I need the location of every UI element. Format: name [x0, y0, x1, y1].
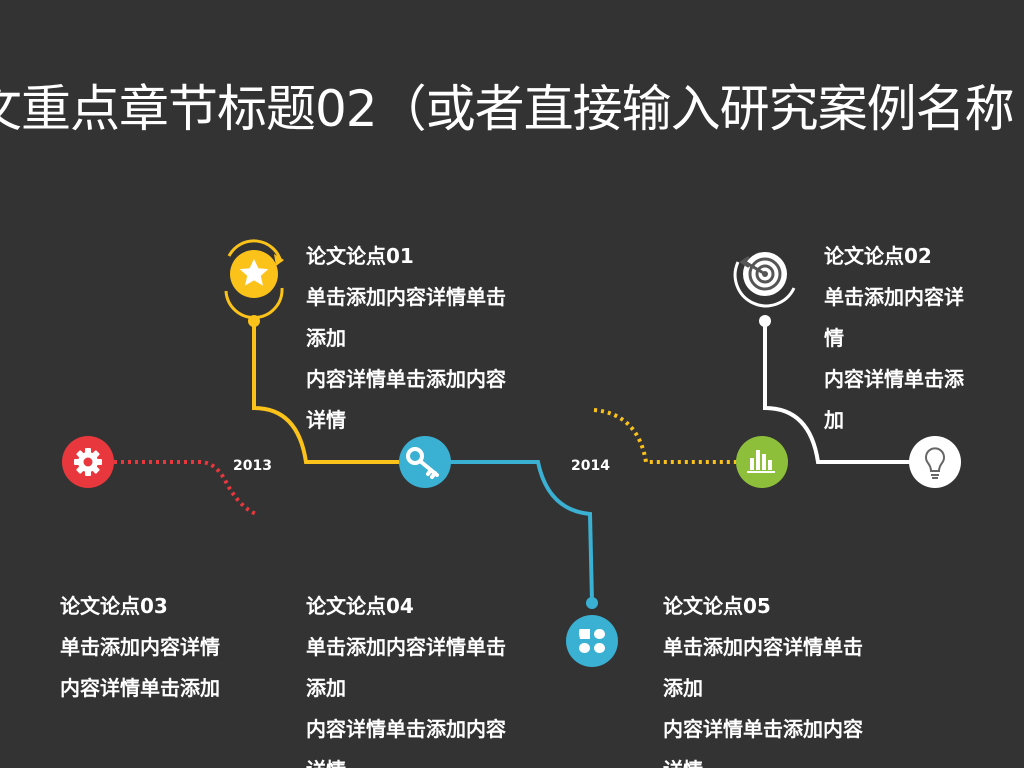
timeline-segment-white [763, 322, 910, 464]
point-04-heading: 论文论点04 [306, 594, 414, 618]
timeline-segment-yellow-dotted [593, 408, 736, 464]
year-label-2014: 2014 [571, 458, 610, 474]
target-icon [733, 252, 796, 308]
point-02-block: 论文论点02 单击添加内容详 情 内容详情单击添 加 [824, 236, 964, 441]
point-05-line-3: 内容详情单击添加内容 [663, 717, 863, 741]
point-05-line-2: 添加 [663, 676, 703, 700]
gear-icon [62, 436, 114, 488]
clover-icon [566, 615, 618, 667]
bar-chart-icon [736, 436, 788, 488]
lightbulb-icon [909, 436, 961, 488]
point-05-line-1: 单击添加内容详情单击 [663, 635, 863, 659]
point-01-line-1: 单击添加内容详情单击 [306, 285, 506, 309]
point-05-heading: 论文论点05 [663, 594, 771, 618]
year-label-2013: 2013 [233, 458, 272, 474]
timeline-dot-blue [586, 597, 598, 609]
page-title: 文重点章节标题02（或者直接输入研究案例名称 [0, 80, 1015, 138]
timeline-dot-white [759, 315, 771, 327]
point-04-line-1: 单击添加内容详情单击 [306, 635, 506, 659]
point-01-block: 论文论点01 单击添加内容详情单击 添加 内容详情单击添加内容 详情 [306, 236, 506, 441]
point-03-block: 论文论点03 单击添加内容详情 内容详情单击添加 [60, 586, 220, 709]
point-01-line-3: 内容详情单击添加内容 [306, 367, 506, 391]
point-03-line-2: 内容详情单击添加 [60, 676, 220, 700]
point-02-line-2: 情 [824, 326, 844, 350]
point-04-line-4: 详情 [306, 750, 506, 768]
key-icon [399, 436, 451, 488]
point-01-heading: 论文论点01 [306, 244, 414, 268]
point-01-line-4: 详情 [306, 408, 346, 432]
timeline-segment-yellow [252, 322, 400, 464]
point-04-line-2: 添加 [306, 676, 346, 700]
point-05-line-4: 详情 [663, 750, 863, 768]
point-02-line-4: 加 [824, 408, 844, 432]
timeline-segment-red [114, 460, 257, 516]
point-04-block: 论文论点04 单击添加内容详情单击 添加 内容详情单击添加内容 详情 [306, 586, 506, 768]
point-02-line-1: 单击添加内容详 [824, 285, 964, 309]
point-02-heading: 论文论点02 [824, 244, 932, 268]
point-03-line-1: 单击添加内容详情 [60, 635, 220, 659]
timeline-segment-blue [450, 460, 594, 603]
star-icon [224, 239, 284, 319]
point-04-line-3: 内容详情单击添加内容 [306, 717, 506, 741]
point-03-heading: 论文论点03 [60, 594, 168, 618]
point-01-line-2: 添加 [306, 326, 346, 350]
point-05-block: 论文论点05 单击添加内容详情单击 添加 内容详情单击添加内容 详情 [663, 586, 863, 768]
point-02-line-3: 内容详情单击添 [824, 367, 964, 391]
